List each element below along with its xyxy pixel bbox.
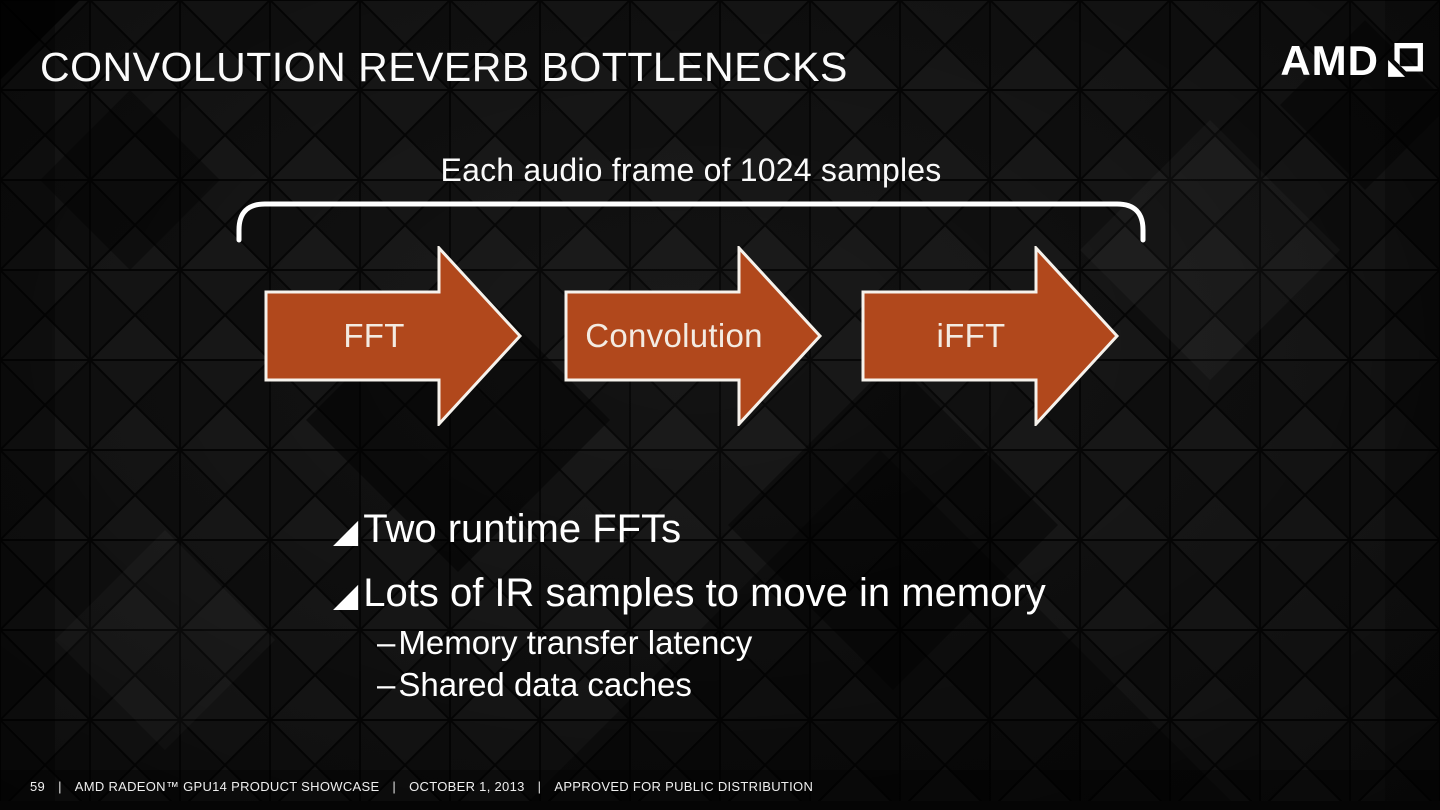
flow-step-ifft: iFFT — [861, 246, 1121, 426]
arrow-shape — [264, 246, 523, 426]
sub-bullet-item: –Memory transfer latency — [377, 624, 752, 662]
footer-separator: | — [58, 778, 62, 794]
footer-background — [0, 770, 1440, 802]
flow-step-convolution: Convolution — [564, 246, 824, 426]
footer-bottom-strip — [0, 801, 1440, 810]
footer-page-number: 59 — [30, 778, 46, 794]
brace-bracket — [236, 201, 1146, 243]
dash-bullet-icon: – — [377, 666, 396, 703]
dash-bullet-icon: – — [377, 624, 396, 661]
flow-step-fft-label: FFT — [343, 317, 405, 354]
bullet-item: ◢Lots of IR samples to move in memory — [333, 570, 1046, 616]
footer-distribution-note: APPROVED FOR PUBLIC DISTRIBUTION — [554, 778, 814, 794]
amd-arrow-icon — [1388, 43, 1423, 77]
sub-bullet-item: –Shared data caches — [377, 666, 692, 704]
flow-step-convolution-label: Convolution — [585, 317, 763, 354]
flow-step-fft: FFT — [264, 246, 524, 426]
arrow-shape — [564, 246, 823, 426]
bullet-text: Shared data caches — [398, 666, 692, 703]
diagram-caption: Each audio frame of 1024 samples — [440, 152, 942, 188]
footer-date: OCTOBER 1, 2013 — [409, 778, 525, 794]
bullet-item: ◢Two runtime FFTs — [333, 506, 681, 552]
amd-logo-text: AMD — [1280, 37, 1379, 84]
amd-logo: AMD — [1280, 40, 1424, 82]
footer: 59 | AMD RADEON™ GPU14 PRODUCT SHOWCASE … — [0, 770, 1440, 802]
slide-title: CONVOLUTION REVERB BOTTLENECKS — [40, 44, 848, 90]
triangle-bullet-icon: ◢ — [333, 512, 359, 549]
footer-separator: | — [392, 778, 397, 794]
bullet-text: Two runtime FFTs — [363, 507, 682, 551]
footer-event-name: AMD RADEON™ GPU14 PRODUCT SHOWCASE — [74, 778, 380, 794]
bullet-text: Lots of IR samples to move in memory — [363, 571, 1046, 615]
triangle-bullet-icon: ◢ — [333, 576, 359, 613]
arrow-shape — [861, 246, 1120, 426]
bullet-text: Memory transfer latency — [398, 624, 753, 661]
footer-separator: | — [537, 778, 542, 794]
flow-step-ifft-label: iFFT — [936, 317, 1006, 354]
